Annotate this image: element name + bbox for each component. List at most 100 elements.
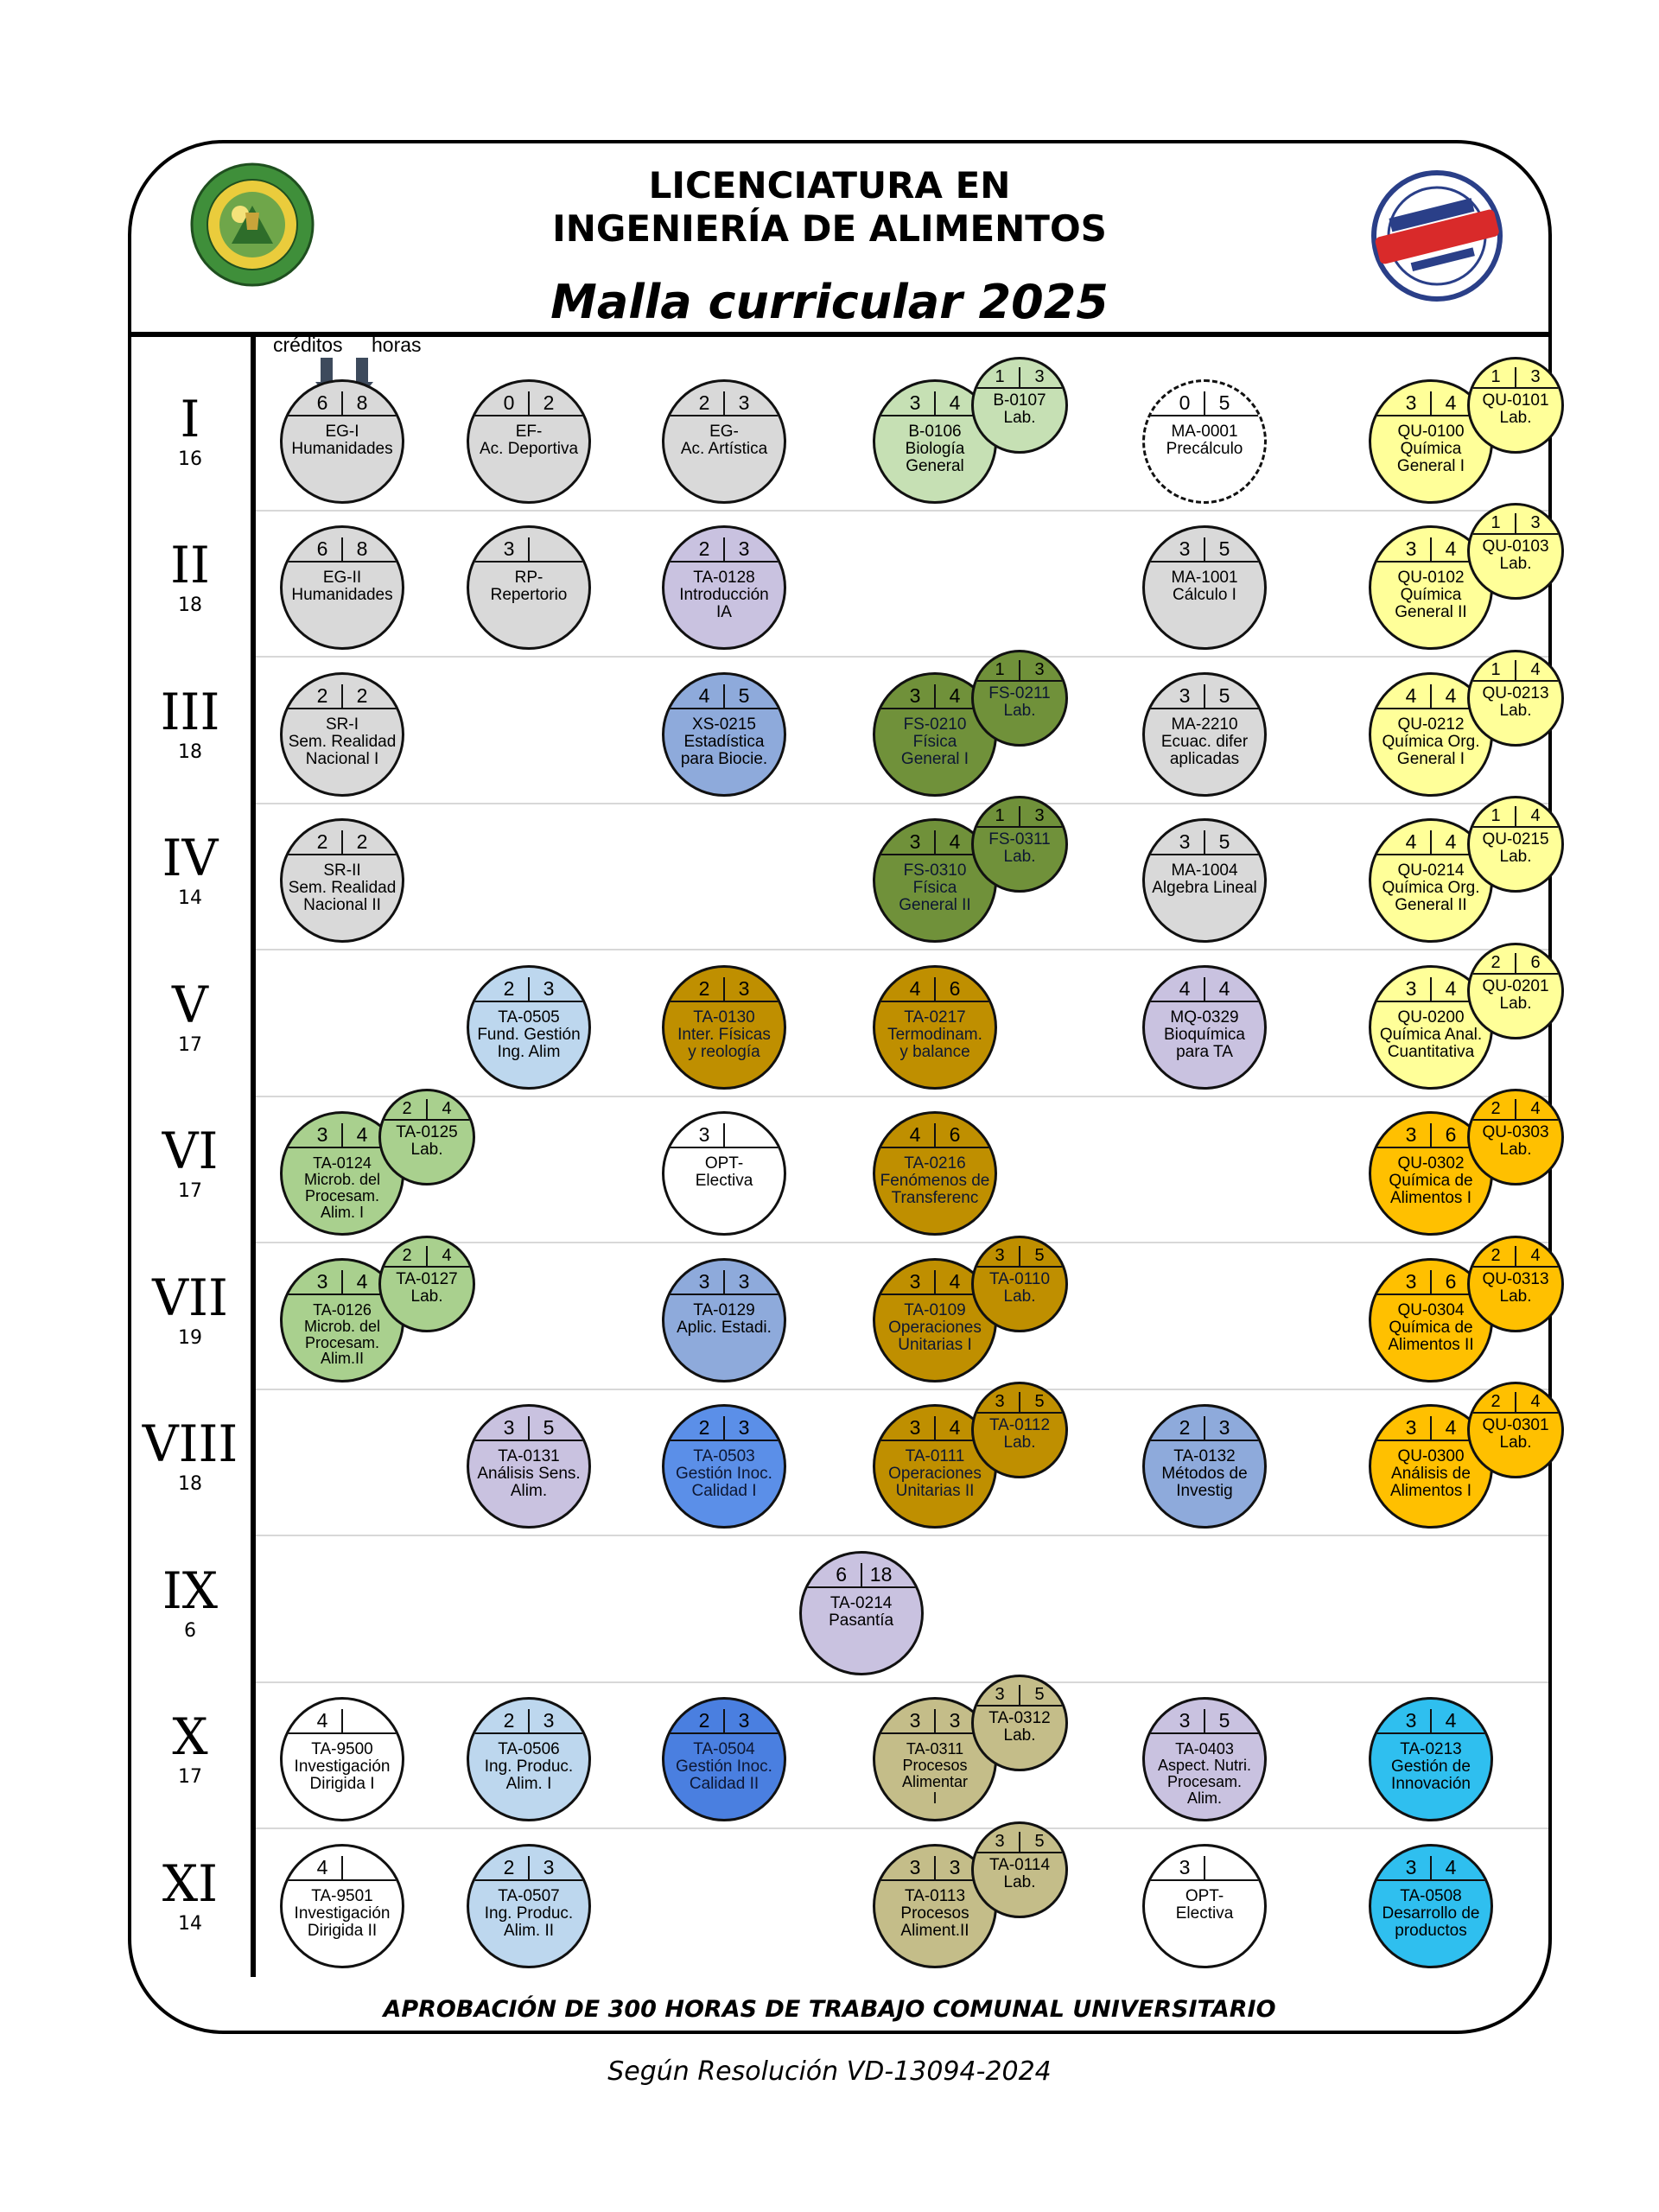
course-name-line: Lab.	[410, 1141, 443, 1160]
course-hours: 3	[1218, 1416, 1230, 1440]
course-credit-hours-header: 4	[283, 1847, 402, 1881]
course-name-line: Aspect. Nutri.	[1157, 1757, 1252, 1775]
course-code: TA-0505	[498, 1007, 560, 1027]
course-name-line: y reología	[688, 1042, 760, 1061]
course-hours: 3	[543, 1709, 555, 1732]
course-code: TA-0113	[904, 1886, 966, 1905]
course-code: TA-0112	[988, 1416, 1051, 1435]
course-code: EG-	[709, 422, 739, 441]
semester-row-separator	[256, 1535, 1548, 1536]
course-credits: 3	[1392, 1709, 1432, 1733]
course-credits: 3	[981, 1831, 1020, 1852]
course-hours: 4	[949, 830, 961, 854]
course-name-line: Introducción	[679, 586, 769, 605]
course-name-line: Sem. Realidad	[288, 732, 397, 751]
course-name-line: Lab.	[1003, 1726, 1036, 1745]
semester-numeral: III	[160, 682, 220, 741]
legend-credits-arrow-icon	[315, 358, 338, 396]
semester-numeral: I	[180, 389, 200, 448]
course-name-line: para Biocie.	[680, 749, 768, 768]
course-credits: 3	[896, 1416, 936, 1440]
semester-credits: 14	[178, 887, 202, 910]
course-code: TA-0403	[1175, 1740, 1234, 1758]
course-code: TA-0131	[498, 1447, 560, 1466]
semester-credits: 18	[178, 741, 202, 763]
course-name-line: Lab.	[1499, 848, 1532, 867]
course-name-line: Sem. Realidad	[288, 879, 397, 898]
course-name-line: Análisis Sens.	[477, 1465, 581, 1484]
course-credits: 4	[1392, 683, 1432, 708]
course-credits: 4	[896, 1123, 936, 1147]
semester-credits: 19	[178, 1326, 202, 1349]
course-code: TA-9501	[311, 1886, 373, 1905]
course-name-line: Lab.	[1499, 1141, 1532, 1160]
course-code: TA-0504	[693, 1740, 755, 1759]
legend-hours-arrow-icon	[351, 358, 373, 396]
course-name-line: Métodos de	[1161, 1465, 1248, 1484]
course-hours: 5	[1034, 1831, 1045, 1851]
semester-credits: 14	[178, 1912, 202, 1935]
course-code: QU-0300	[1397, 1447, 1465, 1466]
course-credits: 2	[490, 976, 530, 1001]
course-name-line: Dirigida II	[307, 1921, 378, 1940]
